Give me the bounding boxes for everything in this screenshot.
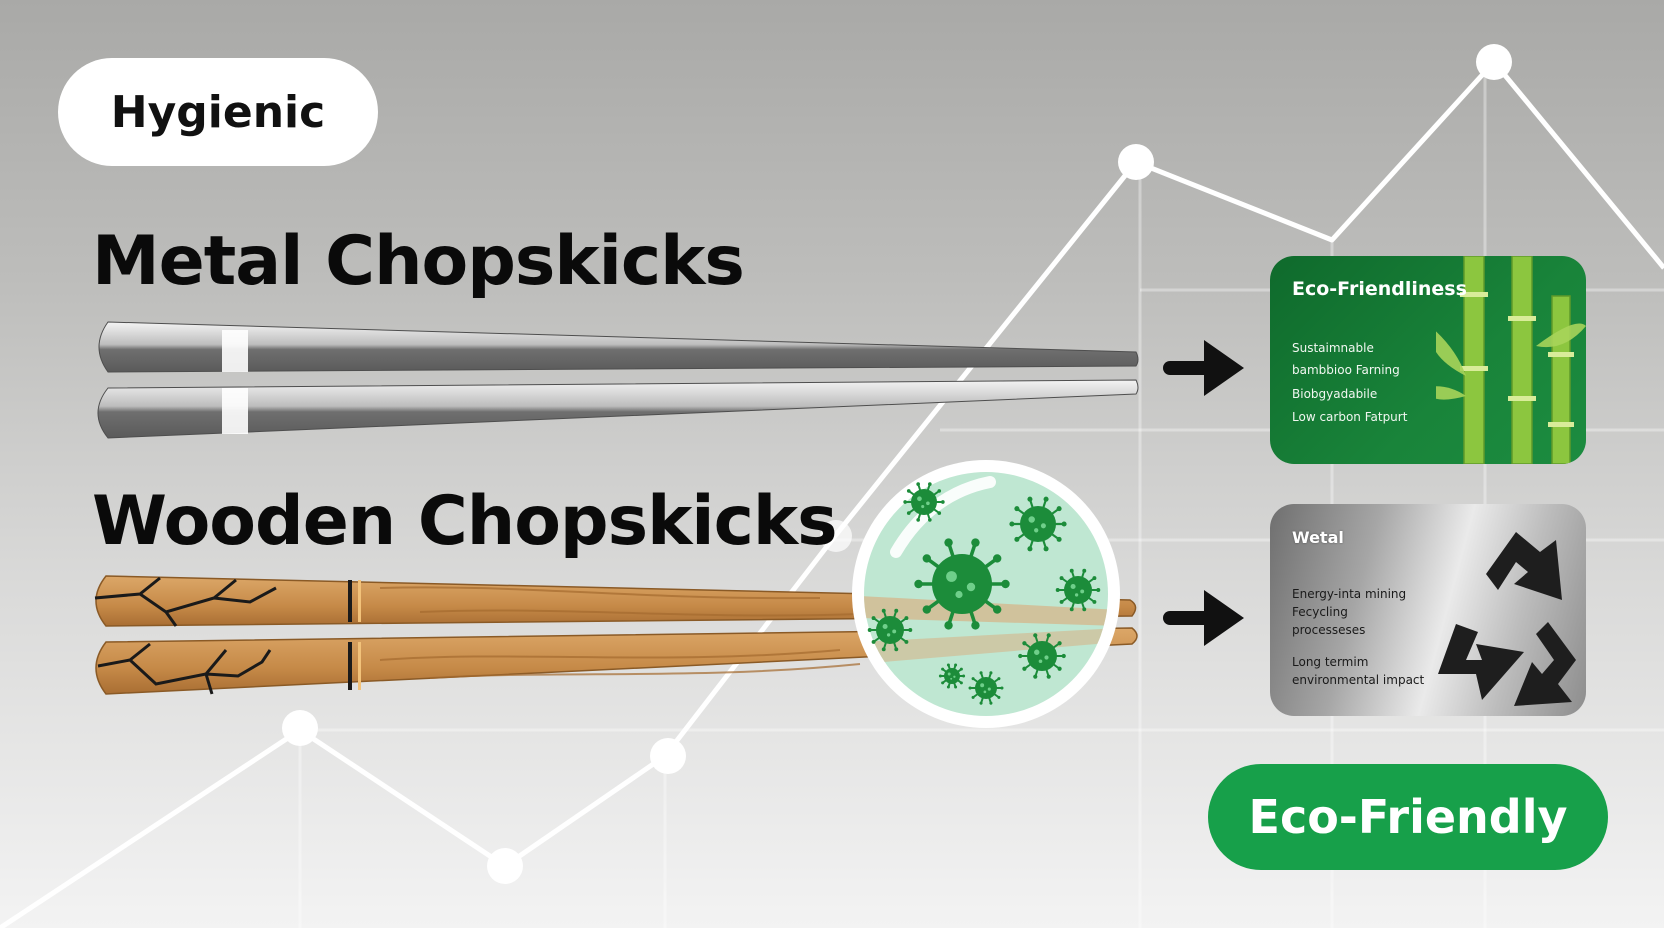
wood-cracks: [94, 576, 277, 695]
germ-icon: [914, 538, 1010, 630]
eco-card-line: bambbioo Farning: [1292, 363, 1400, 377]
eco-friendly-badge: Eco-Friendly: [1208, 764, 1608, 870]
wooden-heading: Wooden Chopskicks: [92, 482, 838, 561]
germ-icon: [938, 663, 966, 689]
metal-card-title: Wetal: [1292, 528, 1344, 547]
bamboo-icon: [1436, 256, 1586, 464]
germs-group: [867, 482, 1101, 705]
metal-card-line: environmental impact: [1292, 673, 1425, 687]
hygienic-label: Hygienic: [110, 86, 326, 138]
magnifier-icon: [852, 460, 1120, 728]
eco-card-line: Sustaimnable: [1292, 341, 1374, 355]
metal-heading: Metal Chopskicks: [92, 222, 745, 301]
metal-card-line: Fecycling: [1292, 605, 1348, 619]
arrow-right-icon-lower: [1163, 590, 1244, 646]
eco-friendliness-card: Eco-Friendliness Sustaimnable bambbioo F…: [1270, 256, 1586, 464]
eco-card-line: Low carbon Fatpurt: [1292, 410, 1408, 424]
recycle-icon: [1438, 532, 1576, 706]
trend-points: [282, 44, 1512, 884]
eco-card-line: Biobgyadabile: [1292, 387, 1378, 401]
germ-icon: [867, 608, 913, 652]
eco-card-title: Eco-Friendliness: [1292, 278, 1467, 300]
metal-chopsticks: [97, 321, 1139, 439]
metal-chopstick-lower: [97, 379, 1139, 439]
metal-chopstick-upper: [98, 321, 1139, 373]
germ-icon: [968, 671, 1004, 705]
metal-impact-card: Wetal Energy-inta mining Fecycling proce…: [1270, 504, 1586, 716]
germ-icon: [903, 482, 945, 522]
germ-icon: [1055, 568, 1101, 612]
germ-icon: [1009, 496, 1067, 552]
arrow-right-icon-upper: [1163, 340, 1244, 396]
metal-card-line: Long termim: [1292, 655, 1369, 669]
metal-card-line: processeses: [1292, 623, 1366, 637]
metal-card-line: Energy-inta mining: [1292, 587, 1407, 601]
eco-friendly-label: Eco-Friendly: [1248, 790, 1568, 844]
hygienic-badge: Hygienic: [58, 58, 378, 166]
germ-icon: [1018, 633, 1066, 679]
